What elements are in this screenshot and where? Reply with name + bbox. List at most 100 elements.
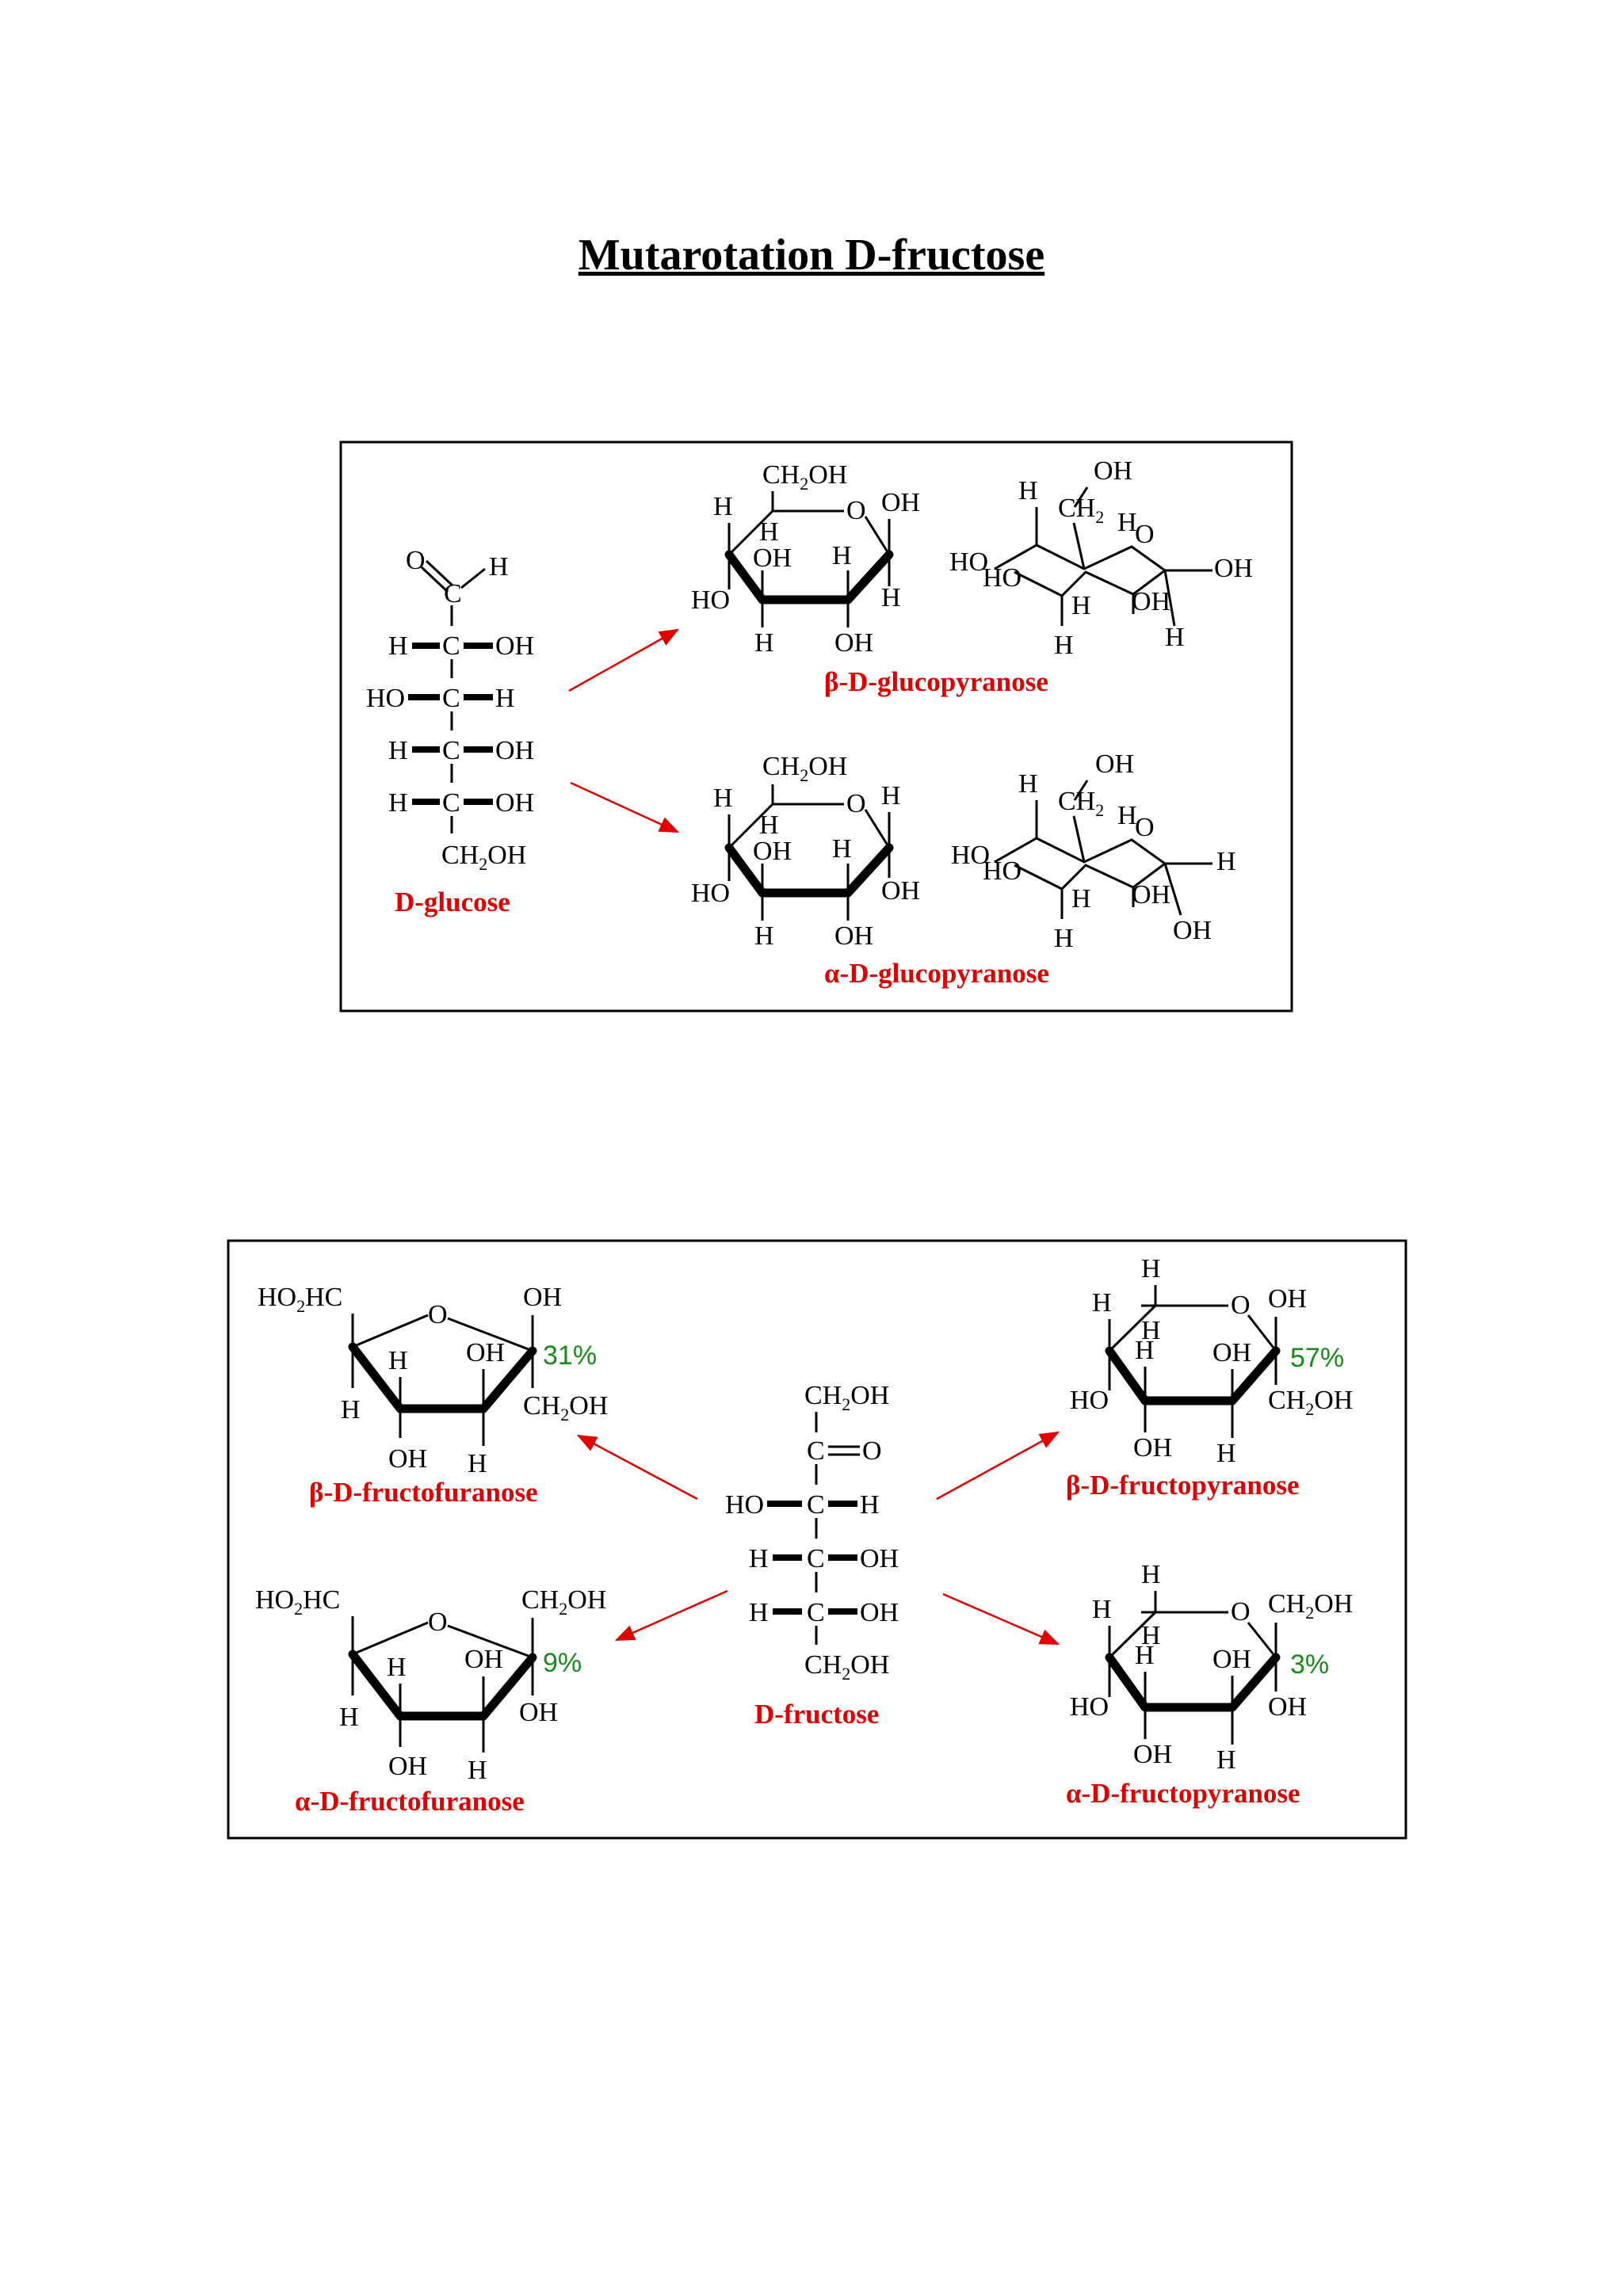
- svg-text:HO2HC: HO2HC: [258, 1283, 342, 1316]
- svg-text:H: H: [1018, 476, 1038, 505]
- svg-text:H: H: [881, 583, 901, 612]
- svg-text:H: H: [713, 784, 733, 813]
- alpha-glucopyranose-chair: H OH CH2 H O HO HO H H OH H OH: [951, 749, 1236, 953]
- svg-text:H: H: [1117, 508, 1137, 537]
- svg-text:OH: OH: [753, 837, 792, 866]
- svg-text:H: H: [713, 492, 733, 521]
- svg-text:OH: OH: [834, 628, 873, 658]
- svg-text:OH: OH: [1132, 587, 1170, 616]
- svg-text:H: H: [754, 921, 774, 951]
- arrow-to-beta-fructopyranose: [936, 1431, 1060, 1501]
- svg-text:HO: HO: [949, 547, 988, 577]
- svg-text:C: C: [442, 736, 460, 765]
- svg-text:HO: HO: [1070, 1386, 1109, 1415]
- svg-text:H: H: [759, 810, 779, 840]
- svg-text:H: H: [1216, 847, 1236, 876]
- d-fructose-fischer: CH2OH C O HO C H H C OH H C OH CH2OH: [725, 1381, 899, 1684]
- fructose-panel: [227, 1239, 1407, 1840]
- svg-text:OH: OH: [881, 876, 920, 906]
- svg-text:OH: OH: [495, 736, 534, 765]
- svg-text:H: H: [388, 736, 408, 765]
- beta-fructofuranose-percent: 31%: [543, 1341, 597, 1371]
- svg-text:CH2OH: CH2OH: [523, 1391, 608, 1425]
- alpha-fructopyranose-haworth: H O H HO H H OH OH H CH2OH OH: [1070, 1560, 1353, 1775]
- svg-text:OH: OH: [753, 543, 792, 573]
- svg-text:CH2OH: CH2OH: [1268, 1589, 1353, 1623]
- svg-text:C: C: [807, 1598, 825, 1627]
- alpha-fructopyranose-label: α-D-fructopyranose: [1066, 1778, 1300, 1809]
- svg-text:C: C: [442, 631, 460, 661]
- svg-text:H: H: [1141, 1254, 1161, 1283]
- svg-text:H: H: [1117, 801, 1137, 830]
- alpha-fructofuranose-label: α-D-fructofuranose: [295, 1786, 525, 1817]
- beta-fructofuranose-label: β-D-fructofuranose: [309, 1477, 538, 1508]
- beta-glucopyranose-label: β-D-glucopyranose: [824, 666, 1048, 697]
- svg-text:OH: OH: [1133, 1740, 1172, 1769]
- svg-text:O: O: [1135, 813, 1155, 842]
- svg-text:OH: OH: [519, 1698, 558, 1727]
- svg-text:CH2OH: CH2OH: [1268, 1386, 1353, 1419]
- beta-fructopyranose-label: β-D-fructopyranose: [1066, 1470, 1300, 1501]
- svg-text:O: O: [1231, 1291, 1251, 1320]
- beta-fructopyranose-percent: 57%: [1290, 1343, 1344, 1373]
- beta-glucopyranose-chair: H OH CH2 H O HO HO H H OH OH H: [949, 456, 1253, 660]
- d-glucose-fischer: O H C H C OH HO C H H C OH H C OH CH2OH: [366, 546, 534, 874]
- svg-text:H: H: [749, 1544, 769, 1573]
- svg-text:C: C: [807, 1544, 825, 1573]
- svg-text:H: H: [860, 1490, 880, 1520]
- svg-text:H: H: [388, 1346, 408, 1375]
- svg-text:H: H: [1141, 1316, 1161, 1345]
- svg-text:O: O: [1135, 520, 1155, 549]
- svg-text:HO: HO: [691, 879, 730, 908]
- svg-text:H: H: [832, 541, 852, 570]
- svg-text:H: H: [832, 834, 852, 864]
- svg-text:H: H: [341, 1395, 361, 1425]
- svg-text:OH: OH: [495, 631, 534, 661]
- svg-text:CH2OH: CH2OH: [762, 460, 847, 494]
- svg-text:H: H: [1135, 1336, 1155, 1365]
- svg-text:H: H: [1092, 1595, 1112, 1624]
- svg-text:C: C: [807, 1490, 825, 1520]
- svg-text:HO2HC: HO2HC: [255, 1585, 340, 1619]
- svg-text:OH: OH: [1212, 1645, 1251, 1674]
- alpha-fructofuranose-percent: 9%: [543, 1648, 582, 1678]
- alpha-glucopyranose-label: α-D-glucopyranose: [824, 958, 1049, 989]
- svg-text:C: C: [807, 1436, 825, 1466]
- svg-text:CH2OH: CH2OH: [804, 1650, 889, 1684]
- alpha-fructofuranose-haworth: HO2HC O H H OH OH H CH2OH OH: [255, 1585, 606, 1785]
- svg-text:H: H: [881, 781, 901, 810]
- svg-text:H: H: [388, 631, 408, 661]
- svg-text:HO: HO: [951, 841, 990, 870]
- glucose-panel: [339, 441, 1293, 1013]
- svg-text:OH: OH: [1173, 916, 1212, 945]
- svg-text:H: H: [388, 788, 408, 818]
- svg-text:H: H: [749, 1598, 769, 1627]
- arrow-to-beta-glucopyranose: [568, 628, 680, 692]
- svg-text:OH: OH: [464, 1645, 503, 1674]
- svg-text:CH2OH: CH2OH: [762, 752, 847, 785]
- svg-text:OH: OH: [466, 1338, 505, 1367]
- svg-text:H: H: [1135, 1641, 1155, 1670]
- svg-text:H: H: [1216, 1439, 1236, 1468]
- svg-text:H: H: [387, 1653, 407, 1682]
- svg-text:OH: OH: [1212, 1338, 1251, 1367]
- svg-text:O: O: [428, 1608, 448, 1637]
- svg-text:OH: OH: [1095, 749, 1134, 779]
- svg-text:OH: OH: [1268, 1692, 1307, 1722]
- svg-text:OH: OH: [1094, 456, 1132, 486]
- svg-text:O: O: [1231, 1597, 1251, 1627]
- svg-text:OH: OH: [860, 1544, 899, 1573]
- svg-text:C: C: [442, 684, 460, 713]
- svg-text:HO: HO: [366, 684, 405, 713]
- svg-text:HO: HO: [691, 585, 730, 615]
- d-fructose-label: D-fructose: [754, 1699, 879, 1730]
- svg-text:H: H: [1141, 1621, 1161, 1650]
- svg-text:H: H: [1071, 591, 1091, 620]
- svg-text:H: H: [468, 1449, 487, 1478]
- svg-text:H: H: [1071, 884, 1091, 913]
- svg-text:H: H: [1092, 1288, 1112, 1318]
- svg-text:O: O: [406, 546, 426, 575]
- svg-text:H: H: [1141, 1560, 1161, 1589]
- arrow-to-alpha-fructopyranose: [942, 1592, 1060, 1646]
